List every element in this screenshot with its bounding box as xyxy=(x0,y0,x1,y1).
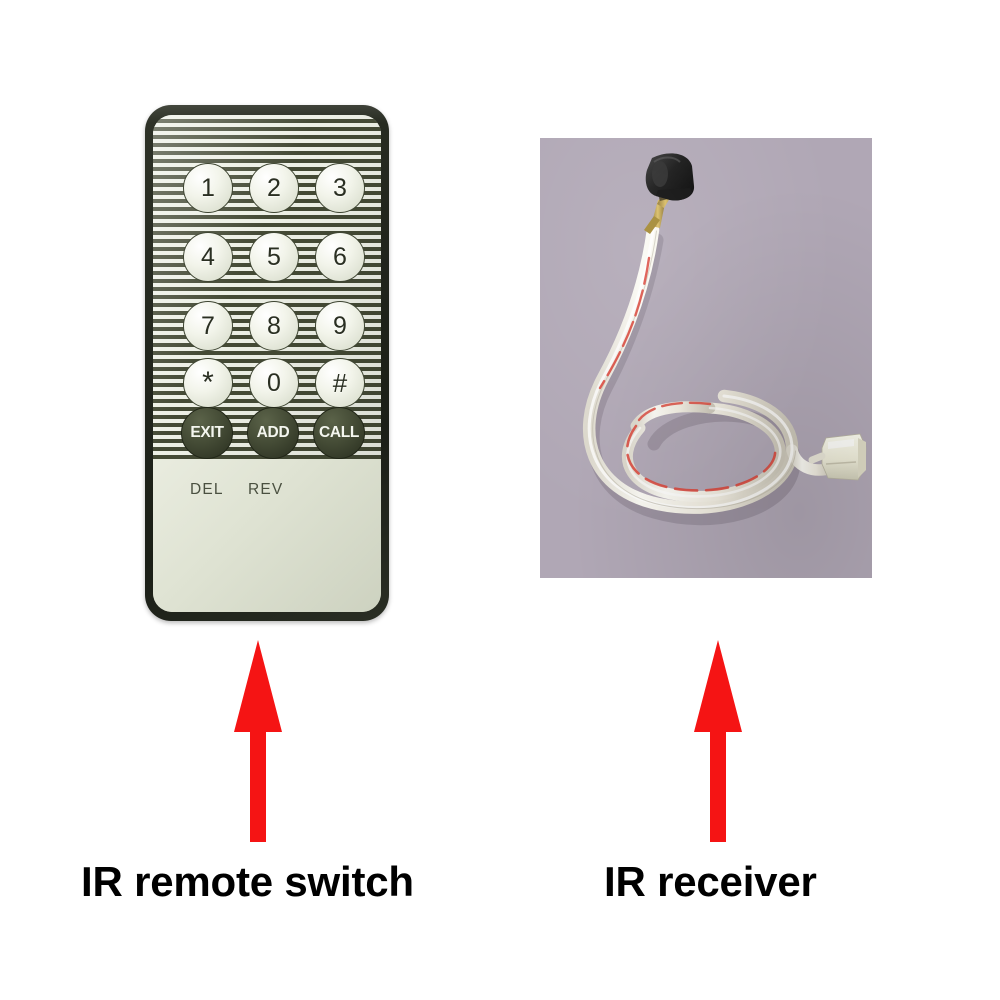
remote-key-2[interactable]: 2 xyxy=(249,163,299,213)
remote-face: 1 2 3 4 5 6 xyxy=(153,115,381,612)
remote-key-2-label: 2 xyxy=(267,173,281,202)
remote-key-7-label: 7 xyxy=(201,311,215,340)
remote-key-7[interactable]: 7 xyxy=(183,301,233,351)
remote-key-exit-label: EXIT xyxy=(190,424,224,441)
remote-key-star-label: * xyxy=(202,366,214,399)
remote-key-hash-label: # xyxy=(332,368,348,398)
remote-key-call-label: CALL xyxy=(318,424,360,441)
cable-red-stripe-upper xyxy=(598,256,651,390)
remote-key-3[interactable]: 3 xyxy=(315,163,365,213)
receiver-jst-connector xyxy=(808,433,867,481)
remote-key-4[interactable]: 4 xyxy=(183,232,233,282)
remote-shell: 1 2 3 4 5 6 xyxy=(145,105,389,621)
remote-key-exit[interactable]: EXIT xyxy=(181,407,233,459)
ir-receiver-image xyxy=(540,138,872,578)
remote-key-5[interactable]: 5 xyxy=(249,232,299,282)
remote-key-1-label: 1 xyxy=(201,173,215,202)
arrow-up-pointing-to-receiver xyxy=(684,640,752,842)
remote-key-5-label: 5 xyxy=(267,242,281,271)
remote-key-6[interactable]: 6 xyxy=(315,232,365,282)
remote-label-rev: REV xyxy=(248,481,284,498)
remote-keypad: 1 2 3 4 5 6 xyxy=(153,115,381,612)
ir-remote-switch-image: 1 2 3 4 5 6 xyxy=(145,105,389,621)
remote-key-1[interactable]: 1 xyxy=(183,163,233,213)
remote-key-hash[interactable]: # xyxy=(315,358,365,408)
cable-red-stripe-cross xyxy=(637,401,712,422)
remote-key-0-label: 0 xyxy=(267,368,281,397)
remote-lower-panel xyxy=(153,459,381,612)
remote-key-8-label: 8 xyxy=(267,311,281,340)
ir-receiver-photo-graphic xyxy=(540,138,872,578)
receiver-ribbon-cable xyxy=(582,223,838,526)
cable-loop-crossover xyxy=(630,401,716,432)
receiver-sensor-head xyxy=(645,153,695,201)
remote-key-9-label: 9 xyxy=(333,311,347,340)
caption-ir-remote-switch: IR remote switch xyxy=(81,858,414,905)
remote-key-0[interactable]: 0 xyxy=(249,358,299,408)
remote-key-add-label: ADD xyxy=(256,424,290,441)
remote-key-add[interactable]: ADD xyxy=(247,407,299,459)
arrow-up-pointing-to-remote xyxy=(224,640,292,842)
cable-red-stripe-loop xyxy=(625,424,777,492)
remote-key-9[interactable]: 9 xyxy=(315,301,365,351)
remote-key-star[interactable]: * xyxy=(183,358,233,408)
remote-label-del: DEL xyxy=(190,481,224,498)
remote-key-4-label: 4 xyxy=(201,242,215,271)
arrow-icon xyxy=(694,640,742,842)
remote-key-3-label: 3 xyxy=(333,173,347,202)
remote-key-6-label: 6 xyxy=(333,242,347,271)
remote-key-call[interactable]: CALL xyxy=(313,407,365,459)
caption-ir-receiver: IR receiver xyxy=(604,858,817,905)
remote-key-8[interactable]: 8 xyxy=(249,301,299,351)
arrow-icon xyxy=(234,640,282,842)
